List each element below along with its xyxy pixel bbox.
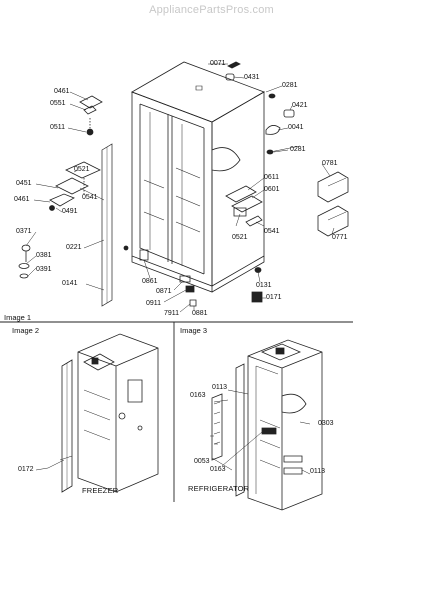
part-label-7911: 7911 (164, 310, 180, 317)
part-label-0461-top: 0461 (54, 88, 70, 95)
leader-lines-image2-3 (36, 390, 310, 474)
part-label-0163-bottom: 0163 (210, 466, 226, 473)
part-label-0871: 0871 (156, 288, 172, 295)
part-label-0451: 0451 (16, 180, 32, 187)
door-panel (102, 144, 112, 306)
part-label-0771: 0771 (332, 234, 348, 241)
part-label-0371: 0371 (16, 228, 32, 235)
panel-caption-image1: Image 1 (4, 313, 32, 322)
part-label-0911: 0911 (146, 300, 162, 307)
refrigerator-caption: REFRIGERATOR (188, 484, 250, 493)
part-label-0281-top: 0281 (282, 82, 298, 89)
part-label-0163-top: 0163 (190, 392, 206, 399)
part-label-0541-left: 0541 (82, 194, 98, 201)
leader-lines-image1 (26, 64, 334, 312)
leveling-legs (19, 245, 30, 278)
panel-dividers (0, 322, 353, 502)
watermark: AppliancePartsPros.com (149, 4, 274, 16)
right-side-parts (124, 62, 348, 306)
part-label-0391: 0391 (36, 266, 52, 273)
part-label-0071: 0071 (210, 60, 226, 67)
part-label-0541-right: 0541 (264, 228, 280, 235)
part-label-0281-side: 0281 (290, 146, 306, 153)
part-label-0521-left: 0521 (74, 166, 90, 173)
part-label-0381: 0381 (36, 252, 52, 259)
part-label-0421: 0421 (292, 102, 308, 109)
panel-caption-image2: Image 2 (12, 326, 40, 335)
part-label-0781: 0781 (322, 160, 338, 167)
part-label-0521-right: 0521 (232, 234, 248, 241)
part-label-0041: 0041 (288, 124, 304, 131)
part-label-0141: 0141 (62, 280, 78, 287)
part-label-0461-bottom: 0461 (14, 196, 30, 203)
part-label-0861: 0861 (142, 278, 158, 285)
part-label-0601: 0601 (264, 186, 280, 193)
part-label-0611: 0611 (264, 174, 280, 181)
part-label-0431: 0431 (244, 74, 260, 81)
part-label-0171: 0171 (266, 294, 282, 301)
part-label-0491: 0491 (62, 208, 78, 215)
top-hinge-parts (50, 96, 103, 211)
refrigerator-cabinet (212, 340, 322, 510)
part-label-0113-top: 0113 (212, 384, 228, 391)
part-label-0053: 0053 (194, 458, 210, 465)
part-label-0511: 0511 (50, 124, 66, 131)
part-label-0221: 0221 (66, 244, 82, 251)
freezer-cabinet (48, 334, 158, 492)
part-label-0113-bottom: 0113 (310, 468, 326, 475)
part-label-0303: 0303 (318, 420, 334, 427)
freezer-caption: FREEZER (82, 486, 119, 495)
part-label-0172: 0172 (18, 466, 34, 473)
part-label-0551: 0551 (50, 100, 66, 107)
panel-caption-image3: Image 3 (180, 326, 208, 335)
part-label-0131: 0131 (256, 282, 272, 289)
cabinet-shell (132, 62, 264, 292)
part-label-0881: 0881 (192, 310, 208, 317)
